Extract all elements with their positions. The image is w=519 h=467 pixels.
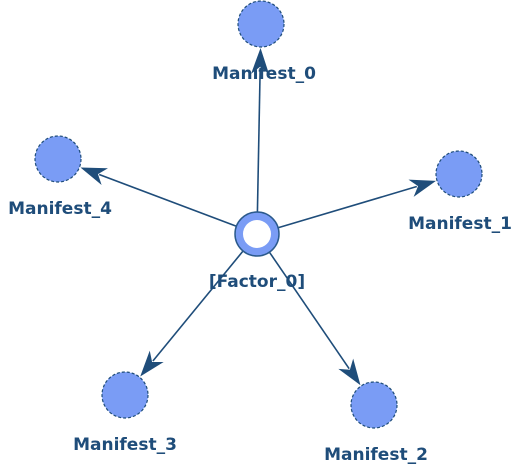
arrowhead-icon	[251, 47, 270, 75]
manifest-0-circle	[237, 0, 285, 48]
manifest-node-1[interactable]	[435, 150, 483, 198]
edge-factor-to-m3	[140, 250, 244, 377]
arrowhead-icon	[338, 358, 361, 386]
edge-line	[277, 185, 418, 229]
factor-node-inner-circle	[243, 220, 271, 248]
arrowhead-icon	[80, 167, 108, 186]
edge-factor-to-m4	[80, 167, 237, 227]
edge-factor-to-m0	[251, 47, 270, 213]
edge-factor-to-m1	[277, 179, 436, 229]
manifest-3-circle	[101, 371, 149, 419]
factor-node[interactable]	[234, 211, 280, 257]
edge-line	[256, 67, 261, 213]
manifest-node-4[interactable]	[34, 135, 82, 183]
manifest-4-label: Manifest_4	[8, 199, 112, 219]
edges-layer	[80, 47, 436, 386]
nodes-layer: [Factor_0] Manifest_0 Manifest_1 Manifes…	[8, 0, 512, 465]
manifest-1-label: Manifest_1	[408, 214, 512, 234]
manifest-node-2[interactable]	[350, 381, 398, 429]
edge-line	[152, 250, 244, 362]
manifest-1-circle	[435, 150, 483, 198]
edge-line	[268, 251, 350, 370]
arrowhead-icon	[140, 350, 164, 377]
manifest-3-label: Manifest_3	[73, 435, 177, 455]
manifest-0-label: Manifest_0	[212, 64, 316, 84]
edge-line	[98, 173, 237, 227]
manifest-4-circle	[34, 135, 82, 183]
edge-factor-to-m2	[268, 251, 361, 386]
manifest-2-circle	[350, 381, 398, 429]
manifest-node-0[interactable]	[237, 0, 285, 48]
factor-label: [Factor_0]	[209, 272, 305, 292]
manifest-node-3[interactable]	[101, 371, 149, 419]
arrowhead-icon	[408, 179, 436, 197]
manifest-2-label: Manifest_2	[324, 445, 428, 465]
